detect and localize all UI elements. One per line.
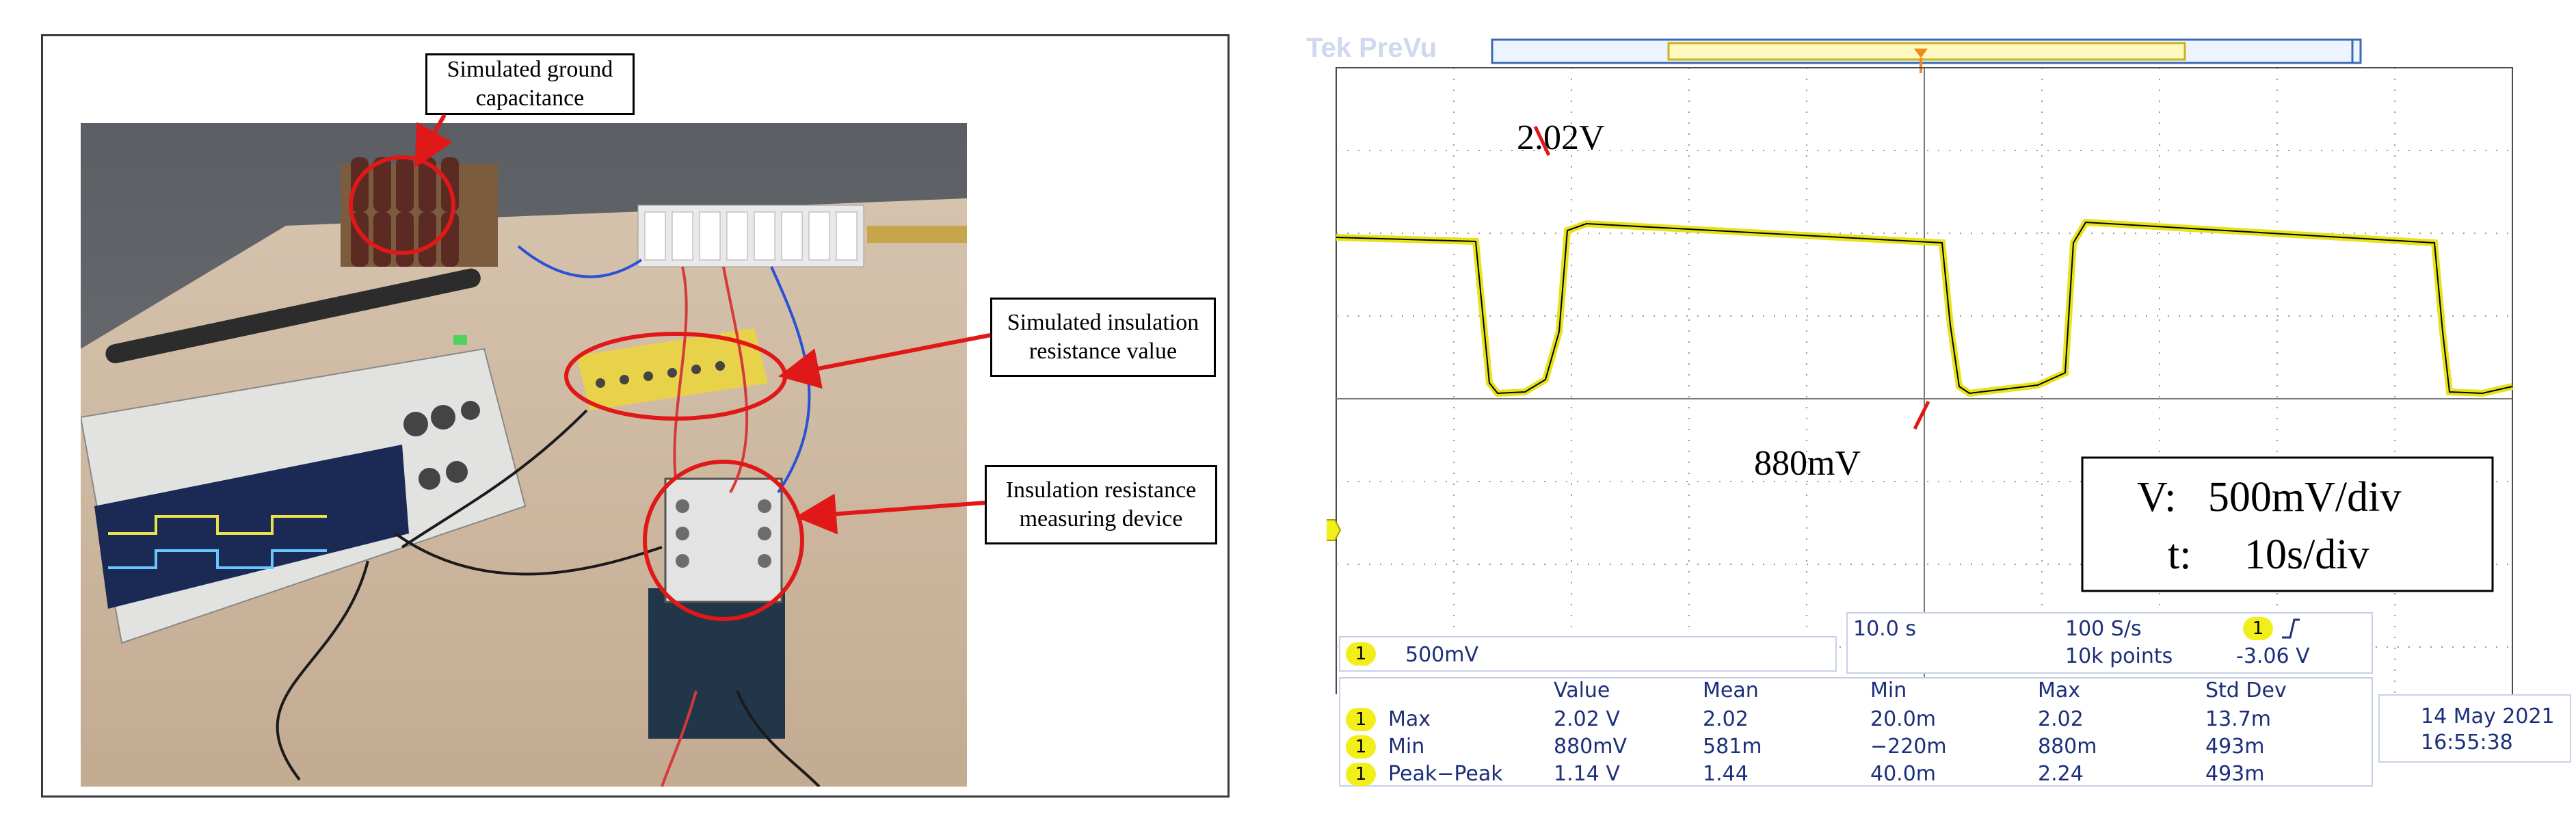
measurement-stddev: 13.7m: [2205, 707, 2272, 731]
row-channel-badge: 1: [1346, 735, 1376, 759]
measurement-max: 2.02: [2038, 707, 2084, 731]
measurement-min: −220m: [1870, 735, 1947, 759]
max-annotation: 2.02V: [1517, 118, 1605, 157]
scope-brand: Tek PreVu: [1306, 33, 1437, 63]
measurement-stddev: 493m: [2205, 735, 2265, 759]
min-annotation: 880mV: [1754, 444, 1861, 483]
time-scale-annotation: t: 10s/div: [2168, 531, 2369, 578]
callout-ground-capacitance: Simulated ground capacitance: [425, 53, 635, 115]
measurement-value: 1.14 V: [1554, 762, 1620, 786]
timebase: 10.0 s: [1853, 617, 1916, 641]
row-channel-badge: 1: [1346, 708, 1376, 731]
measurement-min: 40.0m: [1870, 762, 1937, 786]
rising-edge-icon: [2281, 617, 2301, 640]
grid-vertical: [1453, 68, 2395, 694]
measurement-name: Peak−Peak: [1388, 762, 1503, 786]
waveform-trace: [1336, 221, 2513, 395]
channel-scale: 500mV: [1405, 643, 1479, 667]
col-header-value: Value: [1554, 679, 1610, 702]
col-header-stddev: Std Dev: [2205, 679, 2287, 702]
callout-line: Simulated ground: [447, 57, 613, 82]
col-header-max: Max: [2038, 679, 2081, 702]
lab-setup-photo: [81, 123, 967, 787]
measurement-mean: 2.02: [1703, 707, 1749, 731]
row-channel-badge: 1: [1346, 763, 1376, 786]
callout-insulation-value: Simulated insulation resistance value: [990, 298, 1216, 377]
measurement-mean: 1.44: [1703, 762, 1749, 786]
sample-rate: 100 S/s: [2065, 617, 2142, 641]
callout-line: resistance value: [1028, 339, 1178, 364]
scope-time: 16:55:38: [2421, 731, 2513, 754]
record-length: 10k points: [2065, 644, 2173, 668]
trigger-level: -3.06 V: [2236, 644, 2310, 668]
channel-readout: [1339, 636, 1837, 672]
callout-line: Simulated insulation: [1007, 310, 1199, 335]
trigger-source-badge: 1: [2243, 617, 2273, 640]
col-header-min: Min: [1870, 679, 1907, 702]
channel-1-badge: 1: [1346, 642, 1376, 666]
vertical-scale-annotation: V: 500mV/div: [2137, 474, 2402, 521]
measurement-name: Max: [1388, 707, 1431, 731]
grid-horizontal: [1336, 150, 2512, 648]
measurement-table: [1339, 677, 2373, 787]
col-header-mean: Mean: [1703, 679, 1759, 702]
datetime-box: [2378, 694, 2571, 763]
acquisition-readout: [1846, 612, 2373, 674]
measurement-stddev: 493m: [2205, 762, 2265, 786]
measurement-name: Min: [1388, 735, 1425, 759]
measurement-max: 880m: [2038, 735, 2097, 759]
measurement-max: 2.24: [2038, 762, 2084, 786]
scope-date: 14 May 2021: [2421, 705, 2555, 728]
measurement-mean: 581m: [1703, 735, 1762, 759]
callout-line: measuring device: [1019, 506, 1183, 531]
measurement-value: 880mV: [1554, 735, 1628, 759]
callout-line: capacitance: [475, 85, 585, 111]
scope-screen: [1327, 38, 2514, 694]
callout-line: Insulation resistance: [1005, 477, 1197, 503]
measurement-min: 20.0m: [1870, 707, 1937, 731]
measurement-value: 2.02 V: [1554, 707, 1620, 731]
callout-measuring-device: Insulation resistance measuring device: [985, 465, 1217, 544]
